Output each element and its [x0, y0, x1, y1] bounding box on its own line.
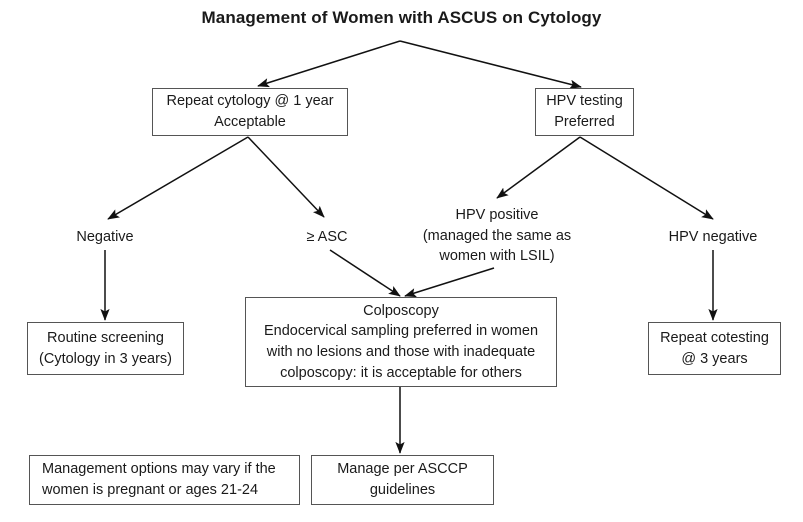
node-manage-asccp-line-0: Manage per ASCCP	[337, 461, 468, 478]
label-hpv-positive: HPV positive (managed the same as women …	[417, 205, 577, 267]
edge-hpv-testing-to-hpv-positive	[496, 136, 581, 199]
label-hpv-negative-line-0: HPV negative	[668, 229, 758, 245]
node-repeat-cytology[interactable]: Repeat cytology @ 1 year Acceptable	[152, 88, 348, 136]
node-colposcopy-line-3: colposcopy: it is acceptable for others	[280, 364, 522, 381]
label-hpv-negative: HPV negative	[648, 227, 778, 248]
node-hpv-testing-line-0: HPV testing	[546, 93, 623, 110]
node-repeat-cytology-line-1: Acceptable	[214, 114, 286, 130]
node-repeat-cytology-line-0: Repeat cytology @ 1 year	[166, 93, 334, 110]
label-hpv-positive-line-2: women with LSIL)	[439, 248, 555, 265]
label-hpv-positive-line-1: (managed the same as	[422, 227, 572, 244]
node-repeat-cotesting-line-0: Repeat cotesting	[660, 329, 769, 346]
node-repeat-cotesting[interactable]: Repeat cotesting @ 3 years	[648, 322, 781, 375]
label-negative-line-0: Negative	[76, 229, 134, 245]
label-negative: Negative	[45, 227, 165, 248]
node-colposcopy-line-2: with no lesions and those with inadequat…	[266, 344, 536, 360]
edge-repeat-cytology-to-negative	[107, 136, 249, 220]
edge-hpv-testing-to-hpv-negative	[579, 136, 714, 220]
label-asc: ≥ ASC	[272, 227, 382, 248]
label-asc-line-0: ≥ ASC	[306, 229, 348, 245]
node-hpv-testing-line-1: Preferred	[554, 114, 615, 130]
page-title: Management of Women with ASCUS on Cytolo…	[201, 8, 602, 27]
edge-title-to-hpv-testing	[399, 40, 582, 89]
node-management-note-line-1: women is pregnant or ages 21-24	[42, 482, 259, 498]
node-routine-screening-line-1: (Cytology in 3 years)	[39, 350, 172, 367]
edge-hpv-positive-to-colposcopy	[404, 267, 495, 298]
node-management-note-line-0: Management options may vary if the	[42, 461, 276, 478]
node-colposcopy-line-0: Colposcopy	[363, 302, 439, 319]
edge-repeat-cytology-to-asc	[247, 136, 325, 218]
edge-asc-to-colposcopy	[329, 249, 401, 297]
node-colposcopy-line-1: Endocervical sampling preferred in women	[263, 323, 539, 340]
edge-title-to-repeat-cytology	[257, 40, 401, 88]
node-manage-asccp-line-1: guidelines	[369, 482, 436, 498]
node-routine-screening-line-0: Routine screening	[47, 329, 164, 346]
label-hpv-positive-line-0: HPV positive	[455, 207, 539, 223]
node-manage-asccp[interactable]: Manage per ASCCP guidelines	[311, 455, 494, 505]
node-hpv-testing[interactable]: HPV testing Preferred	[535, 88, 634, 136]
node-repeat-cotesting-line-1: @ 3 years	[681, 350, 748, 367]
node-management-note[interactable]: Management options may vary if the women…	[29, 455, 300, 505]
node-colposcopy[interactable]: Colposcopy Endocervical sampling preferr…	[245, 297, 557, 387]
node-routine-screening[interactable]: Routine screening (Cytology in 3 years)	[27, 322, 184, 375]
